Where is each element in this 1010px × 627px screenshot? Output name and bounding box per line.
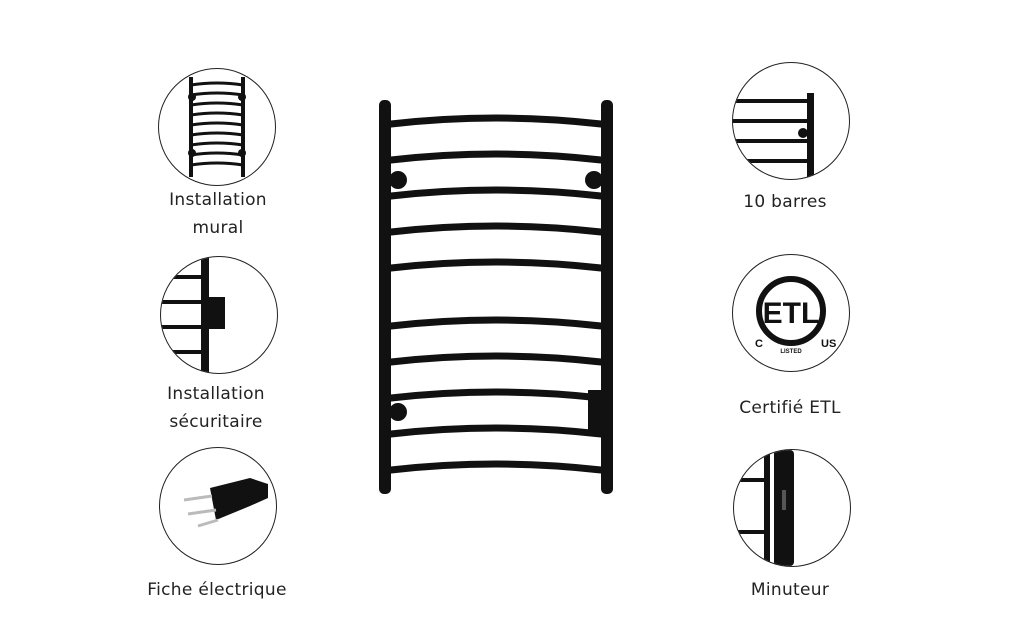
- feature-label-bars: 10 barres: [685, 188, 885, 216]
- towel-rack-image: [379, 100, 613, 494]
- label-line: Installation: [169, 190, 267, 210]
- label-line: 10 barres: [743, 192, 827, 212]
- plug-icon: [159, 447, 277, 565]
- wall-mount-icon: [158, 68, 276, 186]
- label-line: mural: [192, 218, 244, 238]
- label-line: Installation: [167, 384, 265, 404]
- label-line: Minuteur: [750, 580, 830, 600]
- etl-us-text: US: [821, 338, 836, 350]
- feature-label-etl: Certifié ETL: [690, 394, 890, 422]
- timer-icon: [733, 449, 851, 567]
- feature-label-secure-mount: Installation sécuritaire: [116, 380, 316, 436]
- bars-icon: [732, 62, 850, 180]
- label-line: Fiche électrique: [147, 580, 287, 600]
- feature-label-wall-mount: Installation mural: [118, 186, 318, 242]
- etl-listed-text: LISTED: [780, 349, 802, 355]
- etl-logo-icon: ETL C US LISTED: [732, 254, 850, 372]
- feature-label-timer: Minuteur: [690, 576, 890, 604]
- secure-mount-icon: [160, 256, 278, 374]
- etl-c-text: C: [755, 338, 763, 350]
- feature-label-plug: Fiche électrique: [117, 576, 317, 604]
- label-line: Certifié ETL: [739, 398, 841, 418]
- label-line: sécuritaire: [169, 412, 263, 432]
- etl-text: ETL: [763, 297, 820, 330]
